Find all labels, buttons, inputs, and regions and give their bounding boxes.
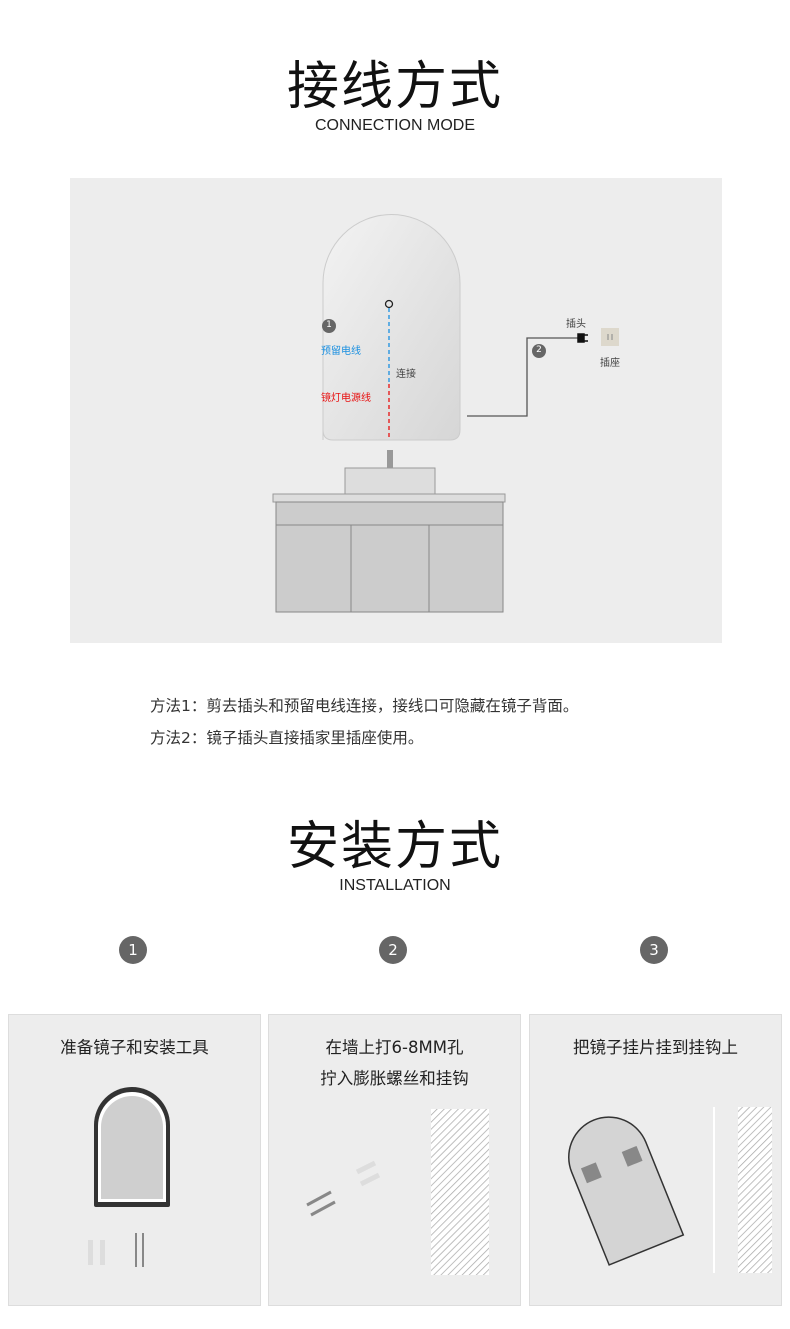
plug-icon — [577, 333, 588, 343]
step-2-card: 在墙上打6-8MM孔 拧入膨胀螺丝和挂钩 — [268, 1014, 521, 1306]
reserved-wire-label: 预留电线 — [321, 346, 361, 357]
step1-label: 1 — [326, 320, 332, 330]
step-1-card: 准备镜子和安装工具 — [8, 1014, 261, 1306]
connect-label: 连接 — [396, 369, 416, 380]
mirror-and-tools-illustration — [88, 1087, 170, 1267]
step-2-text-line-1: 在墙上打6-8MM孔 — [325, 1038, 464, 1057]
wiring-diagram: 1 2 预留电线 镜灯电源线 连接 插头 插座 — [70, 178, 722, 643]
mirror-shape — [322, 214, 461, 441]
step-1-badge: 1 — [119, 936, 147, 964]
power-wire-label: 镜灯电源线 — [321, 393, 371, 404]
method-1: 方法1：剪去插头和预留电线连接，接线口可隐藏在镜子背面。 — [150, 697, 579, 715]
plug-label: 插头 — [566, 319, 586, 330]
method-2: 方法2：镜子插头直接插家里插座使用。 — [150, 729, 424, 747]
step-3-badge: 3 — [640, 936, 668, 964]
step2-marker — [532, 344, 546, 358]
step-3-text: 把镜子挂片挂到挂钩上 — [573, 1038, 738, 1057]
step2-label: 2 — [536, 345, 542, 355]
connection-title: 接线方式 — [286, 57, 503, 117]
step-2-badge: 2 — [379, 936, 407, 964]
socket-icon — [601, 328, 619, 346]
installation-title: 安装方式 — [286, 817, 503, 877]
step-2-text-line-2: 拧入膨胀螺丝和挂钩 — [320, 1069, 469, 1088]
sink — [344, 467, 436, 496]
connection-subtitle: CONNECTION MODE — [315, 117, 475, 134]
drill-and-anchors-illustration — [306, 1109, 489, 1275]
cabinet — [275, 501, 504, 613]
step-1-text: 准备镜子和安装工具 — [60, 1038, 209, 1057]
step1-marker — [322, 319, 336, 333]
countertop — [272, 493, 506, 503]
hanging-mirror-illustration — [568, 1107, 772, 1273]
installation-subtitle: INSTALLATION — [339, 877, 451, 894]
socket-label: 插座 — [600, 358, 620, 369]
step-3-card: 把镜子挂片挂到挂钩上 — [529, 1014, 782, 1306]
